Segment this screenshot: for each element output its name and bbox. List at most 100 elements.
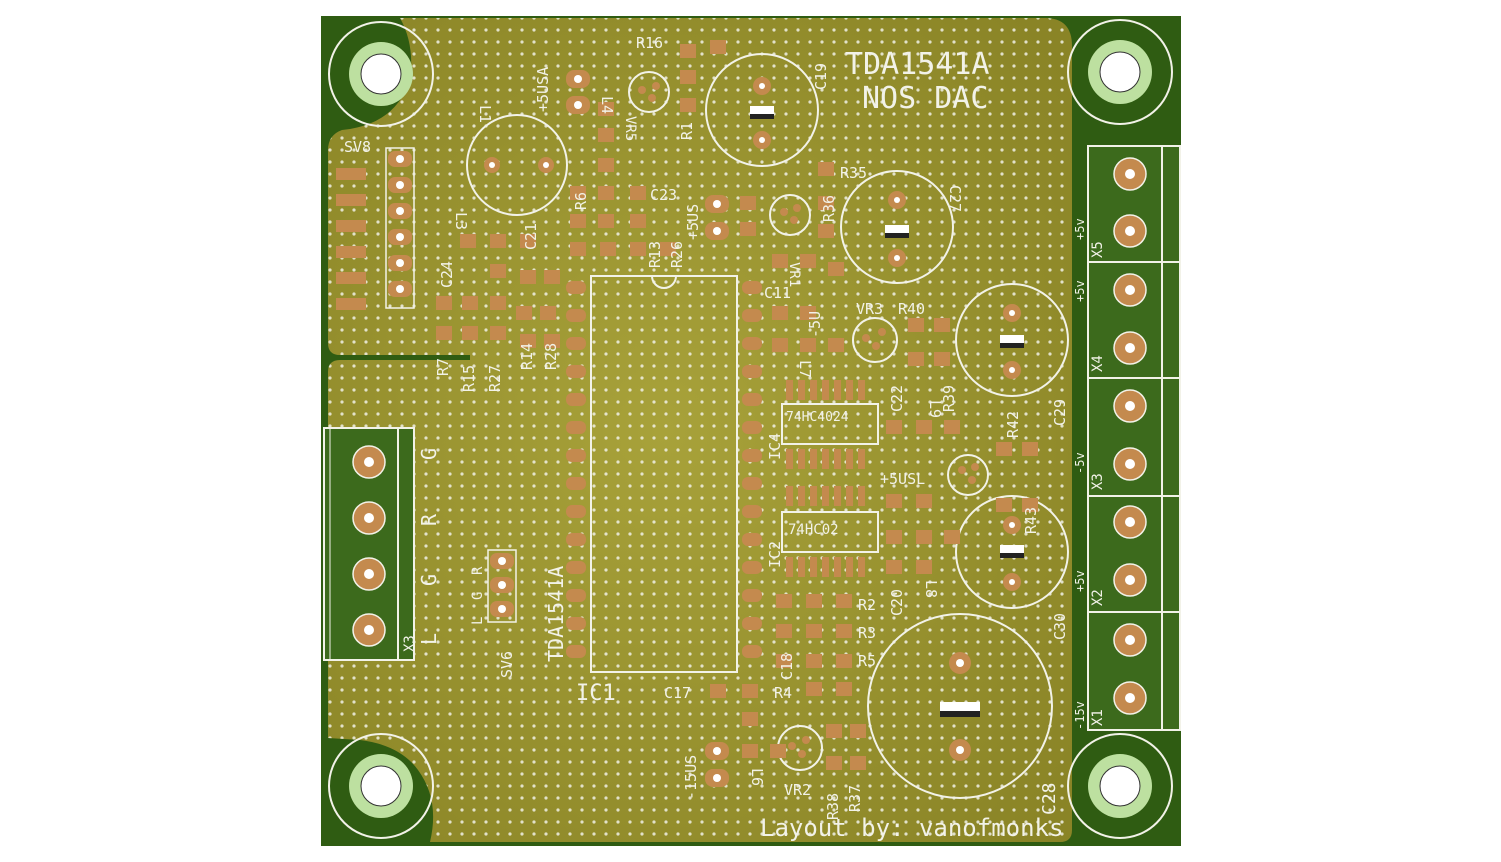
regulator-vr2-label: VR2 <box>784 781 811 799</box>
power-terminal-strip <box>1087 145 1181 731</box>
terminal-x5-ref: X5 <box>1090 241 1106 258</box>
cap-c27 <box>840 170 954 284</box>
rca-pin-1: G <box>417 448 441 460</box>
label-r43: R43 <box>1022 507 1040 534</box>
label-c20: C20 <box>888 589 906 616</box>
inductor-l1 <box>466 114 568 216</box>
ic2-package <box>781 486 879 577</box>
label-r4: R4 <box>774 684 792 702</box>
header-5usa-label: +5USA <box>534 67 552 112</box>
ic1-value: TDA1541A <box>544 566 568 662</box>
regulator-vr1 <box>769 194 811 236</box>
label-c23: C23 <box>650 186 677 204</box>
cap-c28 <box>867 613 1053 799</box>
smd-passives <box>436 40 1038 770</box>
label-c17: C17 <box>664 684 691 702</box>
label-r3: R3 <box>858 624 876 642</box>
label-r35: R35 <box>840 164 867 182</box>
label-c24: C24 <box>438 261 456 288</box>
label-l8: L8 <box>922 580 940 598</box>
terminal-x5-label: +5v <box>1073 218 1087 240</box>
header-sv6 <box>487 549 517 623</box>
regulator-vr-mid <box>947 454 989 496</box>
label-r26: R26 <box>668 241 686 268</box>
label-r38: R38 <box>824 793 842 820</box>
header-sv6-label: SV6 <box>498 651 516 678</box>
header-15us <box>705 742 729 787</box>
label-l9: L9 <box>926 400 944 418</box>
terminal-x2-label: +5v <box>1073 570 1087 592</box>
cap-c29 <box>955 283 1069 397</box>
cap-c19 <box>705 53 819 167</box>
terminal-x4-label: +5v <box>1073 280 1087 302</box>
rca-pin-2: R <box>417 513 441 526</box>
label-r13: R13 <box>646 241 664 268</box>
rca-ref: X3 <box>402 635 418 652</box>
mounting-hole-tr <box>1067 19 1173 125</box>
ic1-package <box>566 275 762 673</box>
label-c18: C18 <box>778 653 796 680</box>
terminal-x1-label: -15v <box>1073 701 1087 730</box>
rca-pin-3: G <box>417 574 441 586</box>
board-credit: Layout by: vanofmonks <box>760 814 1063 842</box>
terminal-x3-label: -5v <box>1073 452 1087 474</box>
header-5usa <box>566 70 590 114</box>
label-c11: C11 <box>764 284 791 302</box>
ic1-ref: IC1 <box>576 681 616 706</box>
terminal-x1-ref: X1 <box>1090 709 1106 726</box>
output-terminal-block <box>323 427 415 661</box>
terminal-x2-ref: X2 <box>1090 589 1106 606</box>
label-l6: L6 <box>748 768 766 786</box>
cap-c30-label: C30 <box>1051 613 1069 640</box>
header-5us-label: +5US <box>684 204 702 240</box>
label-c22: C22 <box>888 385 906 412</box>
label-vr5: VR5 <box>622 116 638 141</box>
header-sv8-label: SV8 <box>344 138 371 156</box>
label-r1: R1 <box>678 122 696 140</box>
header-sv8 <box>336 147 415 310</box>
label-c21: C21 <box>522 223 540 250</box>
label-r7: R7 <box>434 358 452 376</box>
sv6-pin-g: G <box>470 592 486 600</box>
cap-c27-label: C27 <box>946 185 964 212</box>
terminal-x3-ref: X3 <box>1090 473 1106 490</box>
terminal-x4-ref: X4 <box>1090 355 1106 372</box>
cap-c19-label: C19 <box>812 63 830 90</box>
mounting-hole-br <box>1067 733 1173 839</box>
mounting-hole-bl <box>328 733 434 839</box>
rca-pin-4: L <box>417 633 441 645</box>
label-r36: R36 <box>820 195 838 222</box>
label-r40: R40 <box>898 300 925 318</box>
label-l3: L3 <box>452 212 470 230</box>
board-title-line2: NOS DAC <box>862 81 988 116</box>
label-r6: R6 <box>572 192 590 210</box>
mounting-hole-tl <box>328 21 434 127</box>
inductor-l1-label: L1 <box>476 105 494 123</box>
label-r39: R39 <box>940 385 958 412</box>
regulator-vr3 <box>852 317 898 363</box>
cap-c30 <box>955 495 1069 609</box>
label-r37: R37 <box>846 785 864 812</box>
ic4-ref: IC4 <box>766 433 784 460</box>
label-r5: R5 <box>858 652 876 670</box>
ic4-package <box>781 380 879 469</box>
board-title-line1: TDA1541A <box>845 47 990 82</box>
ic2-value: 74HC02 <box>788 522 839 538</box>
ic2-ref: IC2 <box>766 541 784 568</box>
sv6-pin-r: R <box>470 566 486 575</box>
regulator-vr5 <box>628 71 670 113</box>
regulator-vr3-label: VR3 <box>856 300 883 318</box>
cap-c28-label: C28 <box>1039 782 1060 815</box>
label-5usl: +5USL <box>880 470 925 488</box>
label-5u: -5U <box>806 311 824 338</box>
label-r14: R14 <box>518 343 536 370</box>
label-r2: R2 <box>858 596 876 614</box>
label-r15: R15 <box>460 365 478 392</box>
label-r16: R16 <box>636 34 663 52</box>
label-r27: R27 <box>486 365 504 392</box>
label-r42: R42 <box>1004 411 1022 438</box>
regulator-vr1-label: VR1 <box>786 262 802 287</box>
cap-c29-label: C29 <box>1051 399 1069 426</box>
header-15us-label: -15US <box>682 755 700 800</box>
